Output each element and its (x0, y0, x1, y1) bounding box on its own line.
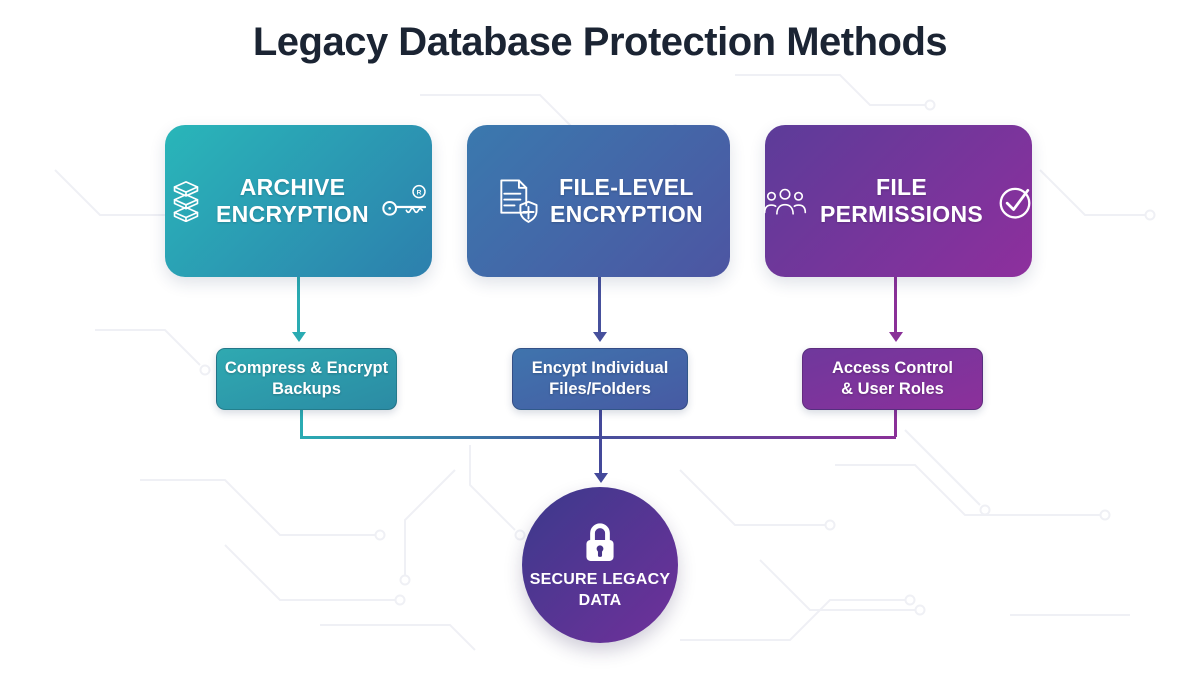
method-card-title: FILE-LEVEL ENCRYPTION (550, 173, 703, 227)
users-icon (762, 185, 808, 217)
sub-box-label: Access Control & User Roles (831, 358, 954, 398)
document-shield-icon (494, 177, 538, 225)
sub-box-label: Encypt Individual Files/Folders (531, 358, 669, 398)
sub-box-access-control-user-roles: Access Control & User Roles (802, 348, 983, 410)
page-title: Legacy Database Protection Methods (252, 20, 948, 64)
lock-icon (581, 519, 619, 565)
method-card-archive-encryption: ARCHIVE ENCRYPTION R (165, 125, 432, 277)
key-icon: R (381, 183, 429, 219)
arrow-permissions-to-sub (894, 277, 897, 333)
method-card-title: ARCHIVE ENCRYPTION (216, 173, 369, 227)
sub-box-encrypt-individual-files: Encypt Individual Files/Folders (512, 348, 688, 410)
method-card-title: FILE PERMISSIONS (819, 173, 984, 227)
database-stack-icon (168, 180, 204, 222)
sub-box-compress-encrypt-backups: Compress & Encrypt Backups (216, 348, 397, 410)
method-card-file-permissions: FILE PERMISSIONS (762, 125, 1035, 277)
result-label: SECURE LEGACY DATA (529, 570, 671, 609)
result-circle-secure-legacy-data: SECURE LEGACY DATA (522, 487, 678, 643)
arrow-filelevel-to-sub (598, 277, 601, 333)
connector-left-drop (300, 409, 303, 437)
arrow-to-secure-legacy-data (599, 409, 602, 474)
connector-horizontal-line (300, 436, 896, 439)
sub-box-label: Compress & Encrypt Backups (224, 358, 389, 398)
check-circle-icon (995, 181, 1035, 221)
svg-text:R: R (417, 189, 422, 196)
method-card-file-level-encryption: FILE-LEVEL ENCRYPTION (467, 125, 730, 277)
connector-right-drop (894, 409, 897, 437)
arrow-archive-to-sub (297, 277, 300, 333)
